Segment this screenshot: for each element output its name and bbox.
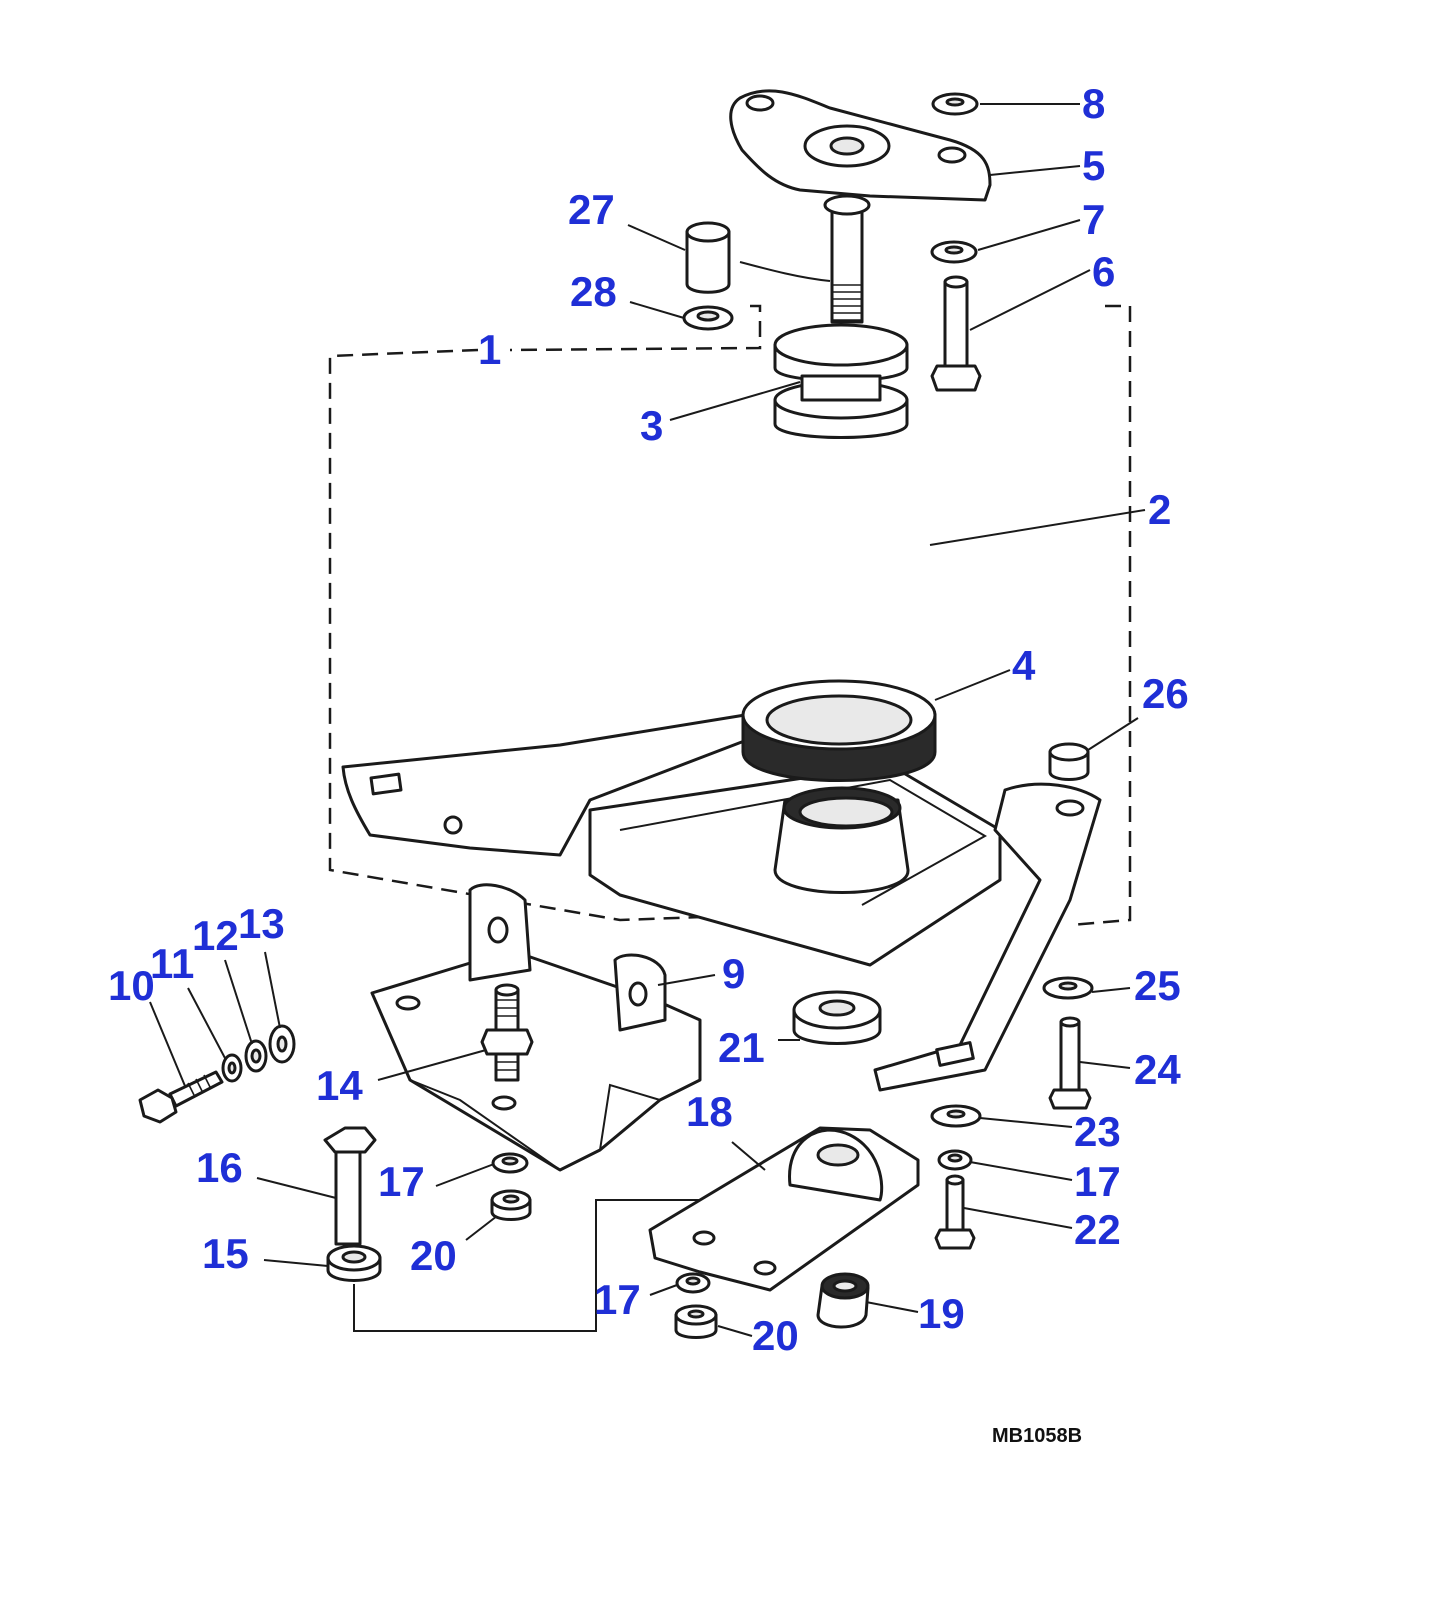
callout-25: 25 [1134,962,1181,1009]
callout-13: 13 [238,900,285,947]
callout-26: 26 [1142,670,1189,717]
callout-14: 14 [316,1062,363,1109]
part-17-washer-right [937,1149,973,1171]
callout-15: 15 [202,1230,249,1277]
callout-24: 24 [1134,1046,1181,1093]
callout-19: 19 [918,1290,965,1337]
part-21-rubber [792,990,882,1045]
callout-3: 3 [640,402,663,449]
diagram-reference-code: MB1058B [992,1425,1082,1447]
part-26-bush [1048,742,1090,781]
callout-17-lower: 17 [594,1276,641,1323]
part-18-mount-plate [648,1126,920,1292]
callout-6: 6 [1092,248,1115,295]
callout-21: 21 [718,1024,765,1071]
part-20-nut-left [490,1189,532,1221]
callout-23: 23 [1074,1108,1121,1155]
fixing-relation-line [353,1199,700,1332]
part-19-nut [816,1272,870,1329]
part-25-washer [1042,976,1094,1000]
callout-27: 27 [568,186,615,233]
callout-16: 16 [196,1144,243,1191]
callout-11: 11 [150,940,194,987]
leader-lines [149,103,1146,1337]
callout-18: 18 [686,1088,733,1135]
assembly-1-lower-cup [773,786,910,894]
callout-17-left: 17 [378,1158,425,1205]
part-10-bolt [138,1070,224,1124]
part-3-spring-seat [773,323,909,439]
callout-8: 8 [1082,80,1105,127]
callout-10: 10 [108,962,155,1009]
callout-7: 7 [1082,196,1105,243]
callout-labels: 1 2 3 4 5 6 7 8 9 10 11 12 13 14 15 16 1… [108,80,1189,1359]
callout-22: 22 [1074,1206,1121,1253]
callout-9: 9 [722,950,745,997]
callout-4: 4 [1012,642,1036,689]
callout-5: 5 [1082,142,1105,189]
part-11-washer [221,1053,243,1083]
part-13-washer [268,1024,296,1064]
part-22-bolt [934,1174,976,1250]
part-27-alignment-line [739,261,831,282]
callout-2: 2 [1148,486,1171,533]
part-15-washer [326,1244,382,1282]
part-9-bracket [370,883,702,1172]
part-17-washer-left [491,1152,529,1174]
part-17-washer-lower [675,1272,711,1294]
callout-17-right: 17 [1074,1158,1121,1205]
part-23-washer [930,1104,982,1128]
assembly-1-boundary [328,304,1132,927]
part-7-washer [930,240,978,264]
part-12-washer [244,1039,268,1073]
part-8-washer [931,92,979,116]
part-20-nut-lower [674,1304,718,1339]
callout-20-left: 20 [410,1232,457,1279]
part-5-stud [823,194,871,324]
part-6-bolt [930,275,982,392]
part-4-lower-seat [741,679,937,782]
part-16-bolt [323,1126,377,1246]
callout-20-lower: 20 [752,1312,799,1359]
part-28-washer [682,305,734,331]
part-2-coil-spring [748,446,932,687]
callout-1: 1 [478,326,501,373]
part-24-bolt [1048,1016,1092,1110]
callout-28: 28 [570,268,617,315]
part-27-bush [685,221,731,294]
callout-12: 12 [192,912,239,959]
part-14-stud [480,983,534,1082]
part-5-top-plate [729,89,992,202]
